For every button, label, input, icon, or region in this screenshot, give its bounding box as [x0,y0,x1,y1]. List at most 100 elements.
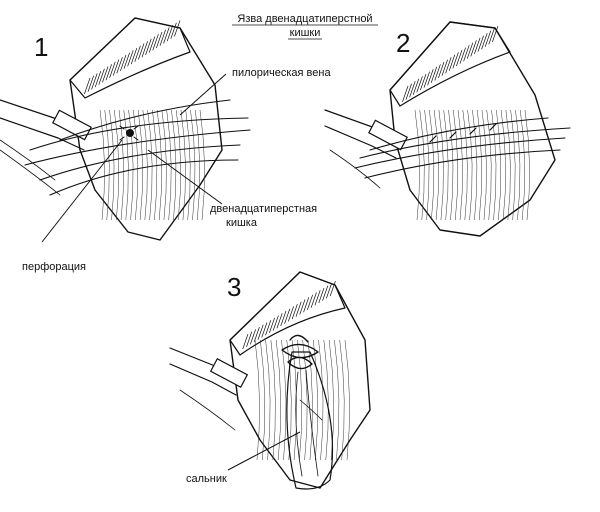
hatch-stroke [152,34,159,51]
texture-stroke [481,109,487,221]
texture-stroke [414,109,420,221]
title-line-1: Язва двенадцатиперстной [237,13,372,25]
hatch-stroke [427,69,434,86]
hatch-stroke [326,283,332,299]
hatch-stroke [423,71,430,88]
hatch-stroke [84,77,91,95]
label-duodenum-line-2: кишка [226,217,258,229]
label-pyloric-vein: пилорическая вена [232,67,331,79]
perforation-hole [126,129,134,137]
hatch-stroke [159,29,166,46]
hatch-stroke [441,59,448,76]
texture-stroke [302,339,308,461]
texture-stroke [491,109,497,221]
hatch-stroke [412,78,420,95]
texture-stroke [476,109,482,221]
texture-stroke [510,109,516,221]
perforation-marks [119,125,139,141]
texture-stroke [270,339,276,461]
texture-stroke [424,109,430,221]
hatch-stroke [98,68,105,85]
hatch-stroke [409,81,416,98]
hatch-stroke [265,320,272,336]
hatch-stroke [166,24,174,42]
panel-3: 3 сальник [169,271,371,490]
duodenum-outline-2 [389,21,556,237]
hatch-stroke [463,45,470,62]
texture-stroke [467,109,473,221]
texture-stroke [429,109,435,221]
hatch-stroke [314,290,321,306]
texture-stroke [500,109,506,221]
hatch-stroke [488,28,495,45]
hatching-1 [84,20,181,95]
hatch-stroke [120,54,127,72]
texture-stroke [99,109,105,221]
texture-stroke [344,339,350,461]
hatch-stroke [112,59,120,76]
texture-stroke [462,109,468,221]
texture-stroke [448,109,454,221]
hatch-stroke [434,64,441,81]
texture-stroke [524,109,530,221]
hatch-stroke [329,280,336,297]
hatch-stroke [242,333,249,350]
texture-stroke [185,109,191,221]
sutures-1 [24,99,251,196]
label-omentum: сальник [186,473,227,485]
texture-stroke [133,109,139,221]
hatch-stroke [163,27,170,44]
hatch-stroke [141,41,148,58]
texture-stroke [515,109,521,221]
hatch-stroke [288,306,294,322]
surface-texture-1 [99,109,205,221]
texture-stroke [128,109,134,221]
surface-texture-3 [254,339,350,461]
texture-stroke [291,339,297,461]
texture-stroke [334,339,340,461]
texture-stroke [443,109,449,221]
hatch-stroke [134,45,141,62]
hatch-stroke [253,326,260,343]
texture-stroke [171,109,177,221]
texture-stroke [104,109,110,221]
texture-stroke [152,109,158,221]
texture-stroke [137,109,143,221]
hatch-stroke [470,40,477,57]
texture-stroke [180,109,186,221]
texture-stroke [496,109,502,221]
hatch-stroke [170,22,177,39]
hatch-stroke [105,64,112,81]
texture-stroke [260,339,266,461]
hatch-stroke [402,85,409,103]
suture-knots-2 [429,123,497,143]
texture-stroke [109,109,115,221]
title-line-2: кишки [290,27,321,39]
texture-stroke [339,339,345,461]
texture-stroke [433,109,439,221]
texture-stroke [175,109,182,221]
texture-stroke [472,109,478,221]
hatch-stroke [116,57,123,74]
texture-stroke [323,339,329,461]
hatch-stroke [430,66,438,83]
hatch-stroke [138,43,145,60]
hatch-stroke [322,285,329,301]
panel-2: 2 [324,21,571,237]
hatching-3 [242,280,336,350]
hatch-stroke [481,33,488,50]
panel-number-3: 3 [227,272,241,302]
hatch-stroke [94,70,102,88]
texture-stroke [297,339,303,461]
texture-stroke [281,339,287,461]
hatch-stroke [145,38,152,56]
hatch-stroke [91,73,98,90]
texture-stroke [166,109,172,221]
hatch-stroke [295,301,302,317]
hatch-stroke [130,47,138,65]
texture-stroke [142,109,148,221]
hatch-stroke [257,324,264,340]
hatch-stroke [474,37,481,55]
hatch-stroke [310,292,317,308]
